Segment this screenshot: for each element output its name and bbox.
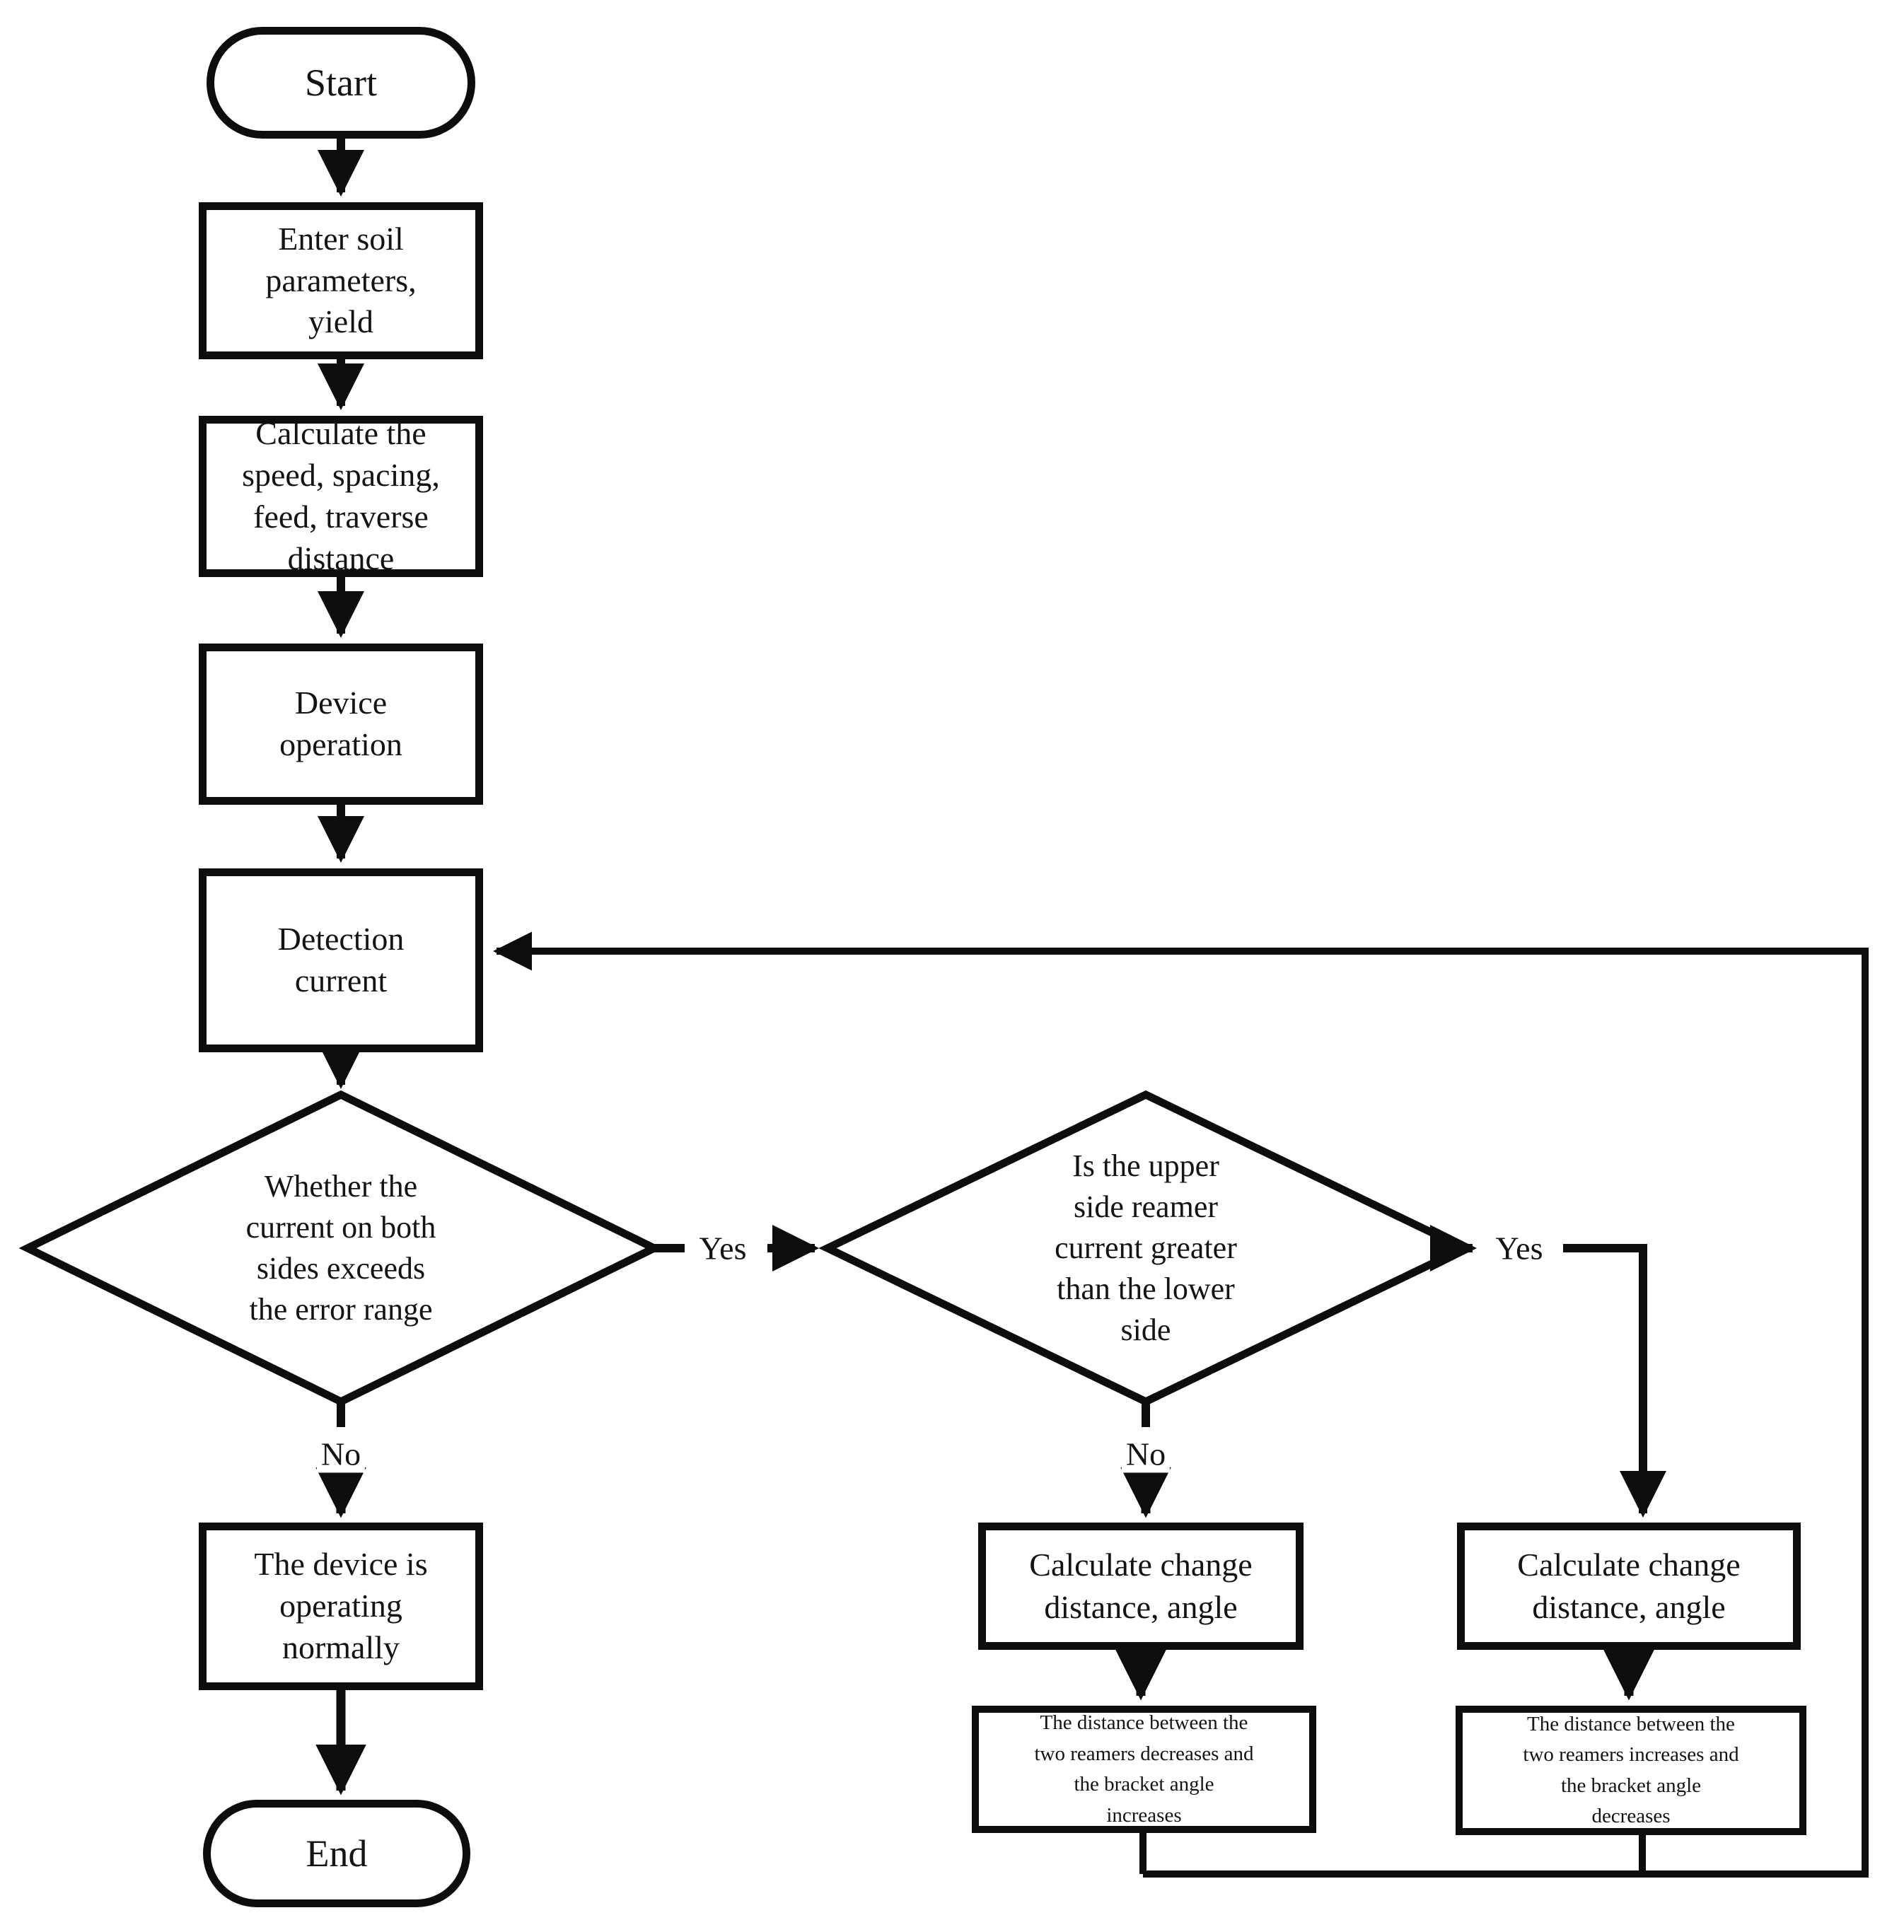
device-operating-normally-box: The device is operating normally <box>199 1523 483 1690</box>
loop-back-connector <box>493 931 1869 1878</box>
calculate-speed-spacing-box: Calculate the speed, spacing, feed, trav… <box>199 415 483 577</box>
distance-increases-box: The distance between the two reamers inc… <box>1456 1706 1806 1835</box>
current-exceeds-decision-label: Whether the current on both sides exceed… <box>245 1168 436 1327</box>
distance-decreases-box: The distance between the two reamers dec… <box>972 1706 1316 1833</box>
start-terminator: Start <box>207 27 475 139</box>
edge-label-no-right: No <box>1121 1435 1171 1473</box>
detection-current-box: Detection current <box>199 868 483 1052</box>
upper-reamer-decision-label: Is the upper side reamer current greater… <box>1055 1148 1237 1348</box>
elbow-yes-right-to-calc-change-right <box>1563 1244 1666 1518</box>
end-terminator: End <box>203 1800 470 1907</box>
device-operation-box: Device operation <box>199 644 483 805</box>
edge-label-no-left: No <box>316 1435 366 1473</box>
calc-change-distance-angle-mid-box: Calculate change distance, angle <box>978 1523 1304 1650</box>
edge-label-yes-right: Yes <box>1491 1229 1548 1267</box>
edge-label-yes-left: Yes <box>695 1229 751 1267</box>
enter-soil-parameters-box: Enter soil parameters, yield <box>199 202 483 359</box>
calc-change-distance-angle-right-box: Calculate change distance, angle <box>1457 1523 1801 1650</box>
